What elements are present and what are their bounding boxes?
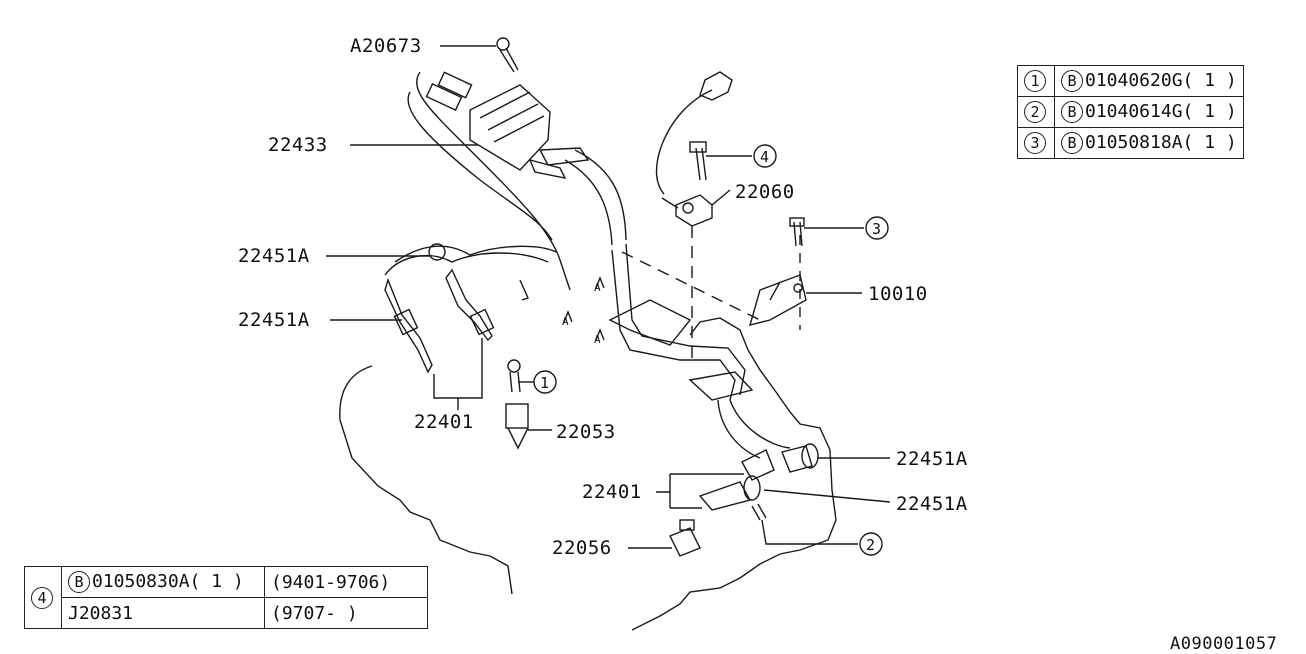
- part-number: 01040614G: [1085, 101, 1183, 122]
- plug-wire: [729, 399, 791, 449]
- part-number: 01050818A: [1085, 132, 1183, 153]
- ref-mark-a: A: [594, 281, 602, 294]
- engine-outline-right: [631, 317, 837, 631]
- production-period: (9707- ): [264, 597, 428, 629]
- callout-circle-3: [865, 216, 889, 240]
- engine-outline-left: [339, 365, 513, 595]
- bolt-code-badge: B: [1061, 132, 1083, 154]
- ref-mark-a: A: [562, 315, 570, 328]
- bolt-code-badge: B: [1061, 101, 1083, 123]
- row-number: 2: [1024, 101, 1046, 123]
- plug-wire: [384, 252, 549, 276]
- plug-wire: [574, 149, 627, 241]
- label-a20673: A20673: [350, 35, 422, 57]
- label-22451a-4: 22451A: [896, 493, 968, 515]
- callout-number-3: 3: [872, 220, 882, 238]
- bolt-code-badge: B: [68, 571, 90, 593]
- label-22451a-1: 22451A: [238, 245, 310, 267]
- plug-wire: [394, 245, 557, 263]
- production-period: (9401-9706): [264, 566, 428, 598]
- bolt-4-row: J20831 (9707- ): [25, 597, 428, 629]
- plug-wire: [416, 71, 571, 291]
- callout-circle-4: [753, 144, 777, 168]
- harness-bracket: [608, 299, 692, 346]
- row-number: 4: [31, 586, 53, 609]
- knock-sensor: [661, 141, 713, 227]
- label-22401-left: 22401: [414, 411, 474, 433]
- label-22056: 22056: [552, 537, 612, 559]
- bolt-a20673: [496, 37, 519, 73]
- harness-tube: [611, 249, 736, 401]
- callout-circle-1: [533, 370, 557, 394]
- label-10010: 10010: [868, 283, 928, 305]
- quantity: ( 1 ): [189, 571, 244, 592]
- quantity: ( 1 ): [1182, 70, 1237, 91]
- label-22451a-2: 22451A: [238, 309, 310, 331]
- diagram-id: A090001057: [1170, 634, 1278, 654]
- bracket-10010: [748, 217, 807, 326]
- plug-wire: [564, 159, 613, 246]
- leader-22401-right: [656, 473, 744, 509]
- ref-mark-a: A: [594, 333, 602, 346]
- spark-plug-left-2: [445, 268, 495, 342]
- row-number: 1: [1024, 70, 1046, 92]
- callout-number-2: 2: [866, 536, 876, 554]
- leader-22451a-4: [763, 489, 891, 503]
- callout-number-1: 1: [540, 374, 550, 392]
- part-number: 01050830A: [92, 571, 190, 592]
- cam-sensor: [505, 359, 529, 450]
- part-number: J20831: [68, 602, 134, 624]
- crank-sensor: [669, 503, 767, 557]
- quantity: ( 1 ): [1182, 101, 1237, 122]
- harness-tube: [625, 243, 746, 396]
- callout-number-4: 4: [760, 148, 770, 166]
- plug-wire: [407, 91, 553, 241]
- sensor-wire: [655, 89, 713, 195]
- label-22451a-3: 22451A: [896, 448, 968, 470]
- part-number: 01040620G: [1085, 70, 1183, 91]
- row-number: 3: [1024, 132, 1046, 154]
- spark-plug-right: [698, 443, 819, 511]
- label-22401-right: 22401: [582, 481, 642, 503]
- leader-22060: [711, 189, 731, 206]
- harness-bracket: [688, 371, 754, 401]
- plug-wire: [717, 399, 761, 459]
- leader-callout-2: [761, 519, 858, 545]
- label-22060: 22060: [735, 181, 795, 203]
- leader-22401: [433, 338, 483, 399]
- callout-circle-2: [859, 532, 883, 556]
- sensor-connector: [699, 71, 733, 101]
- label-22053: 22053: [556, 421, 616, 443]
- label-22433: 22433: [268, 134, 328, 156]
- center-line: [621, 251, 761, 321]
- ignition-coil-pack: [425, 71, 590, 179]
- bolt-code-badge: B: [1061, 70, 1083, 92]
- spark-plug-left-1: [384, 277, 433, 374]
- quantity: ( 1 ): [1182, 132, 1237, 153]
